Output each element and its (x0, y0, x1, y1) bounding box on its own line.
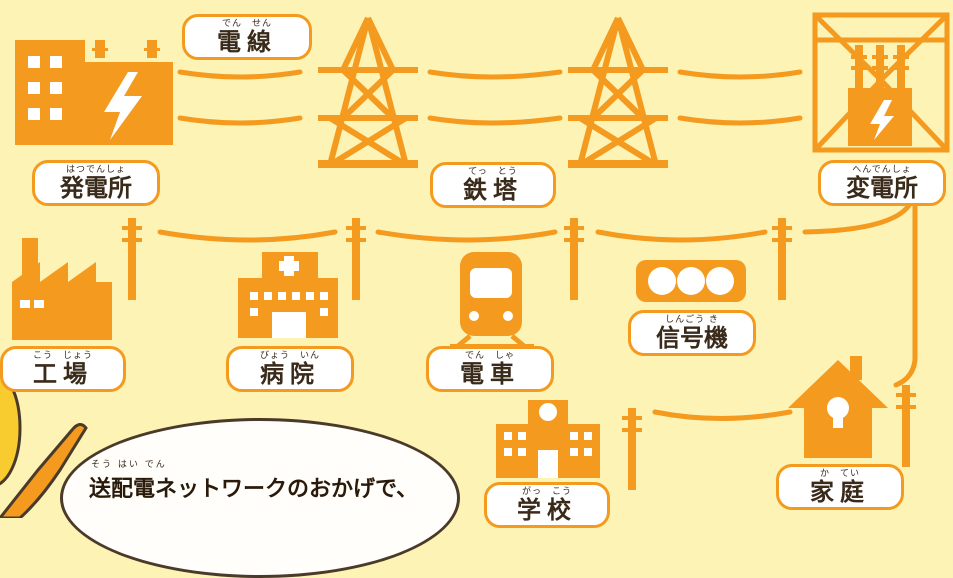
label-ruby: びょう いん (259, 351, 320, 361)
label-text: 変電所 (846, 174, 918, 202)
speech-bubble: そう はい でん 送配電ネットワークのおかげで、 (60, 418, 460, 578)
label-text: 電線 (217, 28, 277, 56)
label-kojo: こう じょう 工場 (0, 346, 126, 392)
label-text: 病院 (260, 360, 320, 388)
label-ruby: か てい (819, 469, 860, 479)
label-hendensho: へんでんしょ 変電所 (818, 160, 946, 206)
label-ruby: こう じょう (32, 351, 93, 361)
label-densha: でん しゃ 電車 (426, 346, 554, 392)
label-text: 学校 (517, 496, 577, 524)
label-text: 家庭 (810, 478, 870, 506)
power-network-diagram: でん せん 電線 はつでんしょ 発電所 てっ とう 鉄塔 へんでんしょ 変電所 … (0, 12, 950, 578)
school-icon (496, 400, 600, 478)
label-ruby: はつでんしょ (65, 165, 126, 175)
label-densen: でん せん 電線 (182, 14, 312, 60)
label-ruby: でん しゃ (464, 351, 515, 361)
label-text: 発電所 (60, 174, 132, 202)
diagram-graphics (0, 12, 950, 518)
label-text: 信号機 (656, 324, 728, 352)
house-icon (788, 356, 888, 458)
label-hatsudensho: はつでんしょ 発電所 (32, 160, 160, 206)
label-text: 工場 (33, 360, 93, 388)
label-ruby: でん せん (221, 19, 272, 29)
steel-tower-icon (568, 16, 668, 168)
label-text: 電車 (460, 360, 520, 388)
label-ruby: てっ とう (468, 167, 518, 177)
label-katei: か てい 家庭 (776, 464, 904, 510)
label-ruby: がっ こう (521, 487, 572, 497)
hospital-icon (238, 252, 338, 338)
label-text: 鉄塔 (463, 176, 523, 204)
speech-ruby: そう はい でん (91, 460, 167, 470)
factory-icon (12, 238, 112, 340)
label-gakko: がっ こう 学校 (484, 482, 610, 528)
label-byoin: びょう いん 病院 (226, 346, 354, 392)
label-shingoki: しんごう き 信号機 (628, 310, 756, 356)
steel-tower-icon (318, 16, 418, 168)
substation-icon (812, 12, 950, 153)
utility-pole-icon (122, 218, 916, 490)
power-plant-icon (15, 40, 173, 145)
train-icon (450, 252, 534, 349)
label-ruby: しんごう き (665, 315, 719, 325)
character-figure (0, 370, 88, 518)
traffic-signal-icon (636, 260, 746, 302)
label-ruby: へんでんしょ (852, 165, 912, 175)
speech-text: 送配電ネットワークのおかげで、 (89, 477, 419, 502)
label-tetto: てっ とう 鉄塔 (430, 162, 556, 208)
transmission-wires (157, 69, 918, 421)
